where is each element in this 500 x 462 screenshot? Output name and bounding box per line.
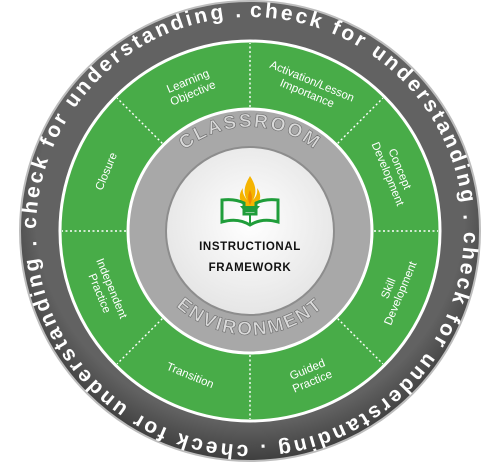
segment-divider	[116, 97, 163, 144]
center-disk	[165, 146, 335, 316]
center-title-line2: FRAMEWORK	[209, 262, 292, 274]
book-with-flame-icon	[220, 176, 280, 227]
segment-divider	[337, 318, 384, 365]
outer-ring-border	[19, 0, 481, 462]
segment-divider	[116, 318, 163, 365]
segment-divider	[337, 97, 384, 144]
center-title-line1: INSTRUCTIONAL	[199, 241, 301, 253]
